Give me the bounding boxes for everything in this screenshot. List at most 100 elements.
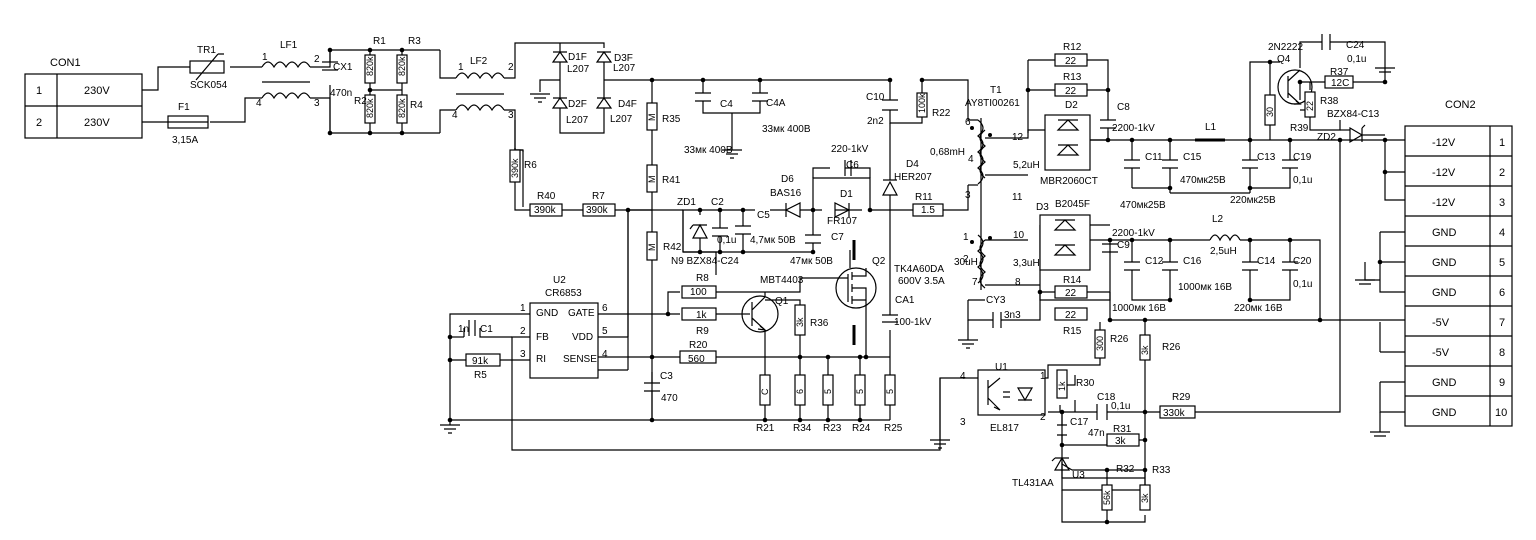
value-r25v: 5 (885, 389, 895, 394)
label-q2v: TK4A60DA (894, 264, 944, 275)
resistor-r26a (1094, 329, 1106, 359)
label-sck054: SCK054 (190, 80, 228, 91)
value-r15v: 22 (1065, 310, 1077, 321)
resistor-r29 (1159, 405, 1196, 419)
label-r7: R7 (592, 191, 605, 202)
con2-title: CON2 (1445, 99, 1476, 111)
diode-d6 (784, 202, 801, 218)
label-u2p6: 6 (602, 303, 608, 314)
label-r35: R35 (662, 114, 681, 125)
label-lf2p3: 3 (508, 110, 514, 121)
label-r6: R6 (524, 160, 537, 171)
label-d4f: D4F (618, 99, 637, 110)
label-t1l4: 3,3uH (1013, 258, 1040, 269)
value-r6v: 390k (510, 158, 520, 178)
capacitor-c8 (1100, 119, 1116, 129)
resistor-r30 (1056, 369, 1068, 399)
transistor-q4 (1277, 69, 1313, 105)
value-r12v: 22 (1065, 56, 1077, 67)
capacitor-c10 (882, 99, 898, 111)
label-u2v: CR6853 (545, 288, 582, 299)
resistor-r33 (1139, 484, 1151, 511)
label-d2: D2 (1065, 100, 1078, 111)
resistor-r11 (912, 203, 944, 217)
value-r31v: 3k (1115, 436, 1127, 447)
resistor-r12 (1054, 53, 1088, 67)
label-ca1v: 100-1kV (894, 317, 932, 328)
resistor-r41 (646, 164, 658, 193)
capacitor-c11 (1124, 159, 1140, 169)
con2-label: GND (1432, 227, 1457, 239)
resistor-r34 (794, 374, 806, 406)
label-c5: C5 (757, 210, 770, 221)
resistor-r9 (681, 307, 717, 321)
junctions (327, 47, 1388, 525)
resistor-r7 (582, 203, 616, 217)
label-u2: U2 (553, 275, 566, 286)
label-c9: C9 (1117, 240, 1130, 251)
resistor-r39 (1264, 94, 1276, 126)
con2-pin: 5 (1499, 257, 1505, 269)
label-c7v: 47мк 50В (790, 256, 833, 267)
ground-symbol (1375, 67, 1395, 73)
resistor-r38 (1304, 91, 1316, 118)
label-u2p3: 3 (520, 349, 526, 360)
resistor-r26b (1139, 334, 1151, 361)
label-r5: R5 (474, 370, 487, 381)
label-lf1p1: 1 (262, 52, 268, 63)
diode-d3f (595, 50, 613, 63)
label-t1p11: 11 (1012, 192, 1023, 203)
label-u1p1: 1 (1040, 371, 1046, 382)
ground-symbol (722, 149, 742, 159)
label-c2v: 0,1u (717, 235, 736, 246)
con1-connector: CON1 1 230V 2 230V (24, 57, 143, 139)
value-r23v: 5 (823, 389, 833, 394)
label-c14v: 220мк 16В (1234, 303, 1283, 314)
label-q1: Q1 (775, 296, 789, 307)
label-c13: C13 (1257, 152, 1276, 163)
label-r13: R13 (1063, 72, 1082, 83)
con2-pin: 2 (1499, 167, 1505, 179)
label-c3: C3 (660, 371, 673, 382)
label-q1v: MBT4403 (760, 275, 804, 286)
label-c4: C4 (720, 99, 733, 110)
con2-label: -12V (1432, 197, 1456, 209)
label-c10: C10 (866, 92, 885, 103)
diode-d4 (881, 179, 899, 196)
label-lf1p4: 4 (256, 98, 262, 109)
label-u2sense: SENSE (563, 354, 597, 365)
label-c8v: 2200-1kV (1112, 123, 1155, 134)
label-u1p3: 3 (960, 417, 966, 428)
choke-lf1 (261, 61, 311, 100)
label-c19: C19 (1293, 152, 1312, 163)
label-r39: R39 (1290, 123, 1309, 134)
label-r12: R12 (1063, 42, 1082, 53)
label-d6: D6 (781, 174, 794, 185)
value-r11v: 1.5 (921, 205, 935, 216)
value-r1v: 820k (365, 56, 375, 76)
label-l1: L1 (1205, 122, 1217, 133)
value-r8v: 100 (690, 287, 707, 298)
label-t1l2: 5,2uH (1013, 160, 1040, 171)
ground-symbol (1370, 431, 1390, 437)
ground-symbol (440, 424, 460, 434)
con2-label: GND (1432, 407, 1457, 419)
label-t1l3: 30uH (954, 257, 978, 268)
resistor-r20 (679, 350, 717, 364)
label-r24: R24 (852, 423, 871, 434)
label-r3: R3 (408, 36, 421, 47)
label-u1p2: 2 (1040, 412, 1046, 423)
choke-lf2 (455, 72, 505, 112)
value-r2v: 820k (365, 98, 375, 118)
resistor-r31 (1106, 433, 1140, 447)
label-t1p8: 8 (1015, 277, 1021, 288)
value-r38v: 22 (1305, 101, 1315, 111)
label-d3f: D3F (614, 53, 633, 64)
label-r40: R40 (537, 191, 556, 202)
resistor-r42 (646, 231, 658, 261)
value-r40v: 390k (534, 205, 557, 216)
resistor-r35 (646, 102, 658, 131)
capacitor-c2 (712, 227, 728, 237)
label-r25: R25 (884, 423, 903, 434)
